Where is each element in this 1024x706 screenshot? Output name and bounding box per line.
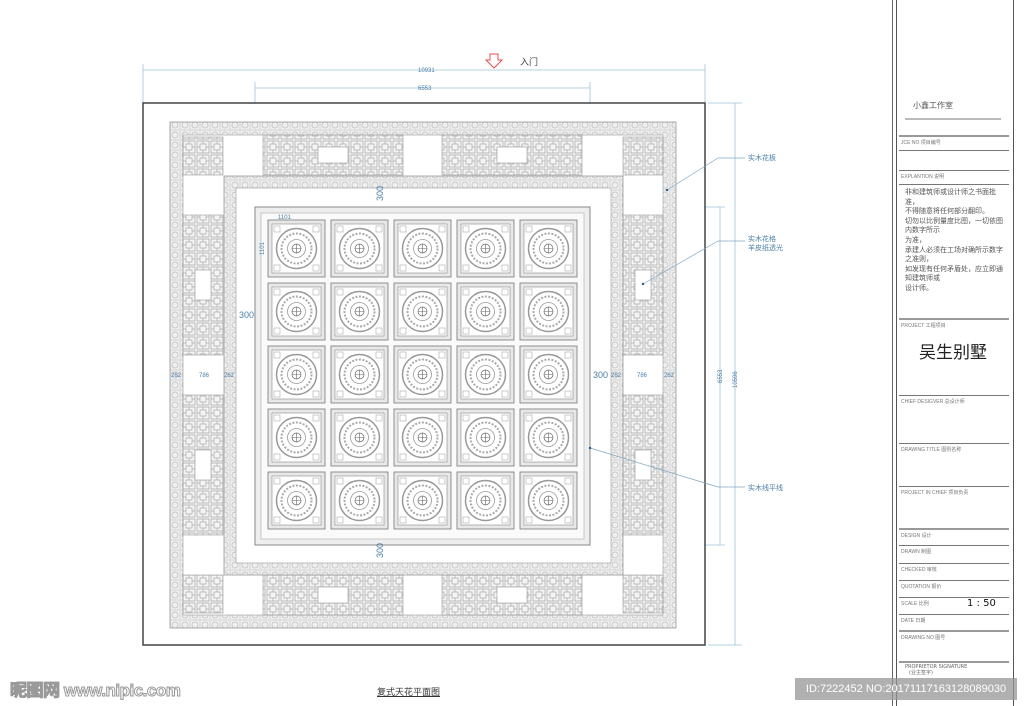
coffer-tile bbox=[267, 471, 326, 530]
entrance-arrow-icon bbox=[484, 53, 504, 69]
proprietor-signature: PROPRIETOR SIGNATURE (业主签字) bbox=[905, 664, 967, 676]
coffer-tile bbox=[330, 345, 389, 404]
dim-overall-width: 10931 bbox=[418, 68, 435, 74]
dim-right-b: 786 bbox=[637, 373, 648, 379]
coffer-tile bbox=[267, 345, 326, 404]
explanation-line: 非和建筑师或设计师之书面批准， bbox=[905, 188, 996, 206]
coffer-tile bbox=[519, 282, 578, 341]
dim-left-a: 262 bbox=[171, 373, 182, 379]
coffer-tile bbox=[393, 282, 452, 341]
dim-offset-top: 300 bbox=[375, 186, 385, 201]
coffer-tile bbox=[330, 282, 389, 341]
drawing-no-label: DRAWING NO 图号 bbox=[901, 635, 946, 641]
dim-offset-bottom: 300 bbox=[375, 543, 385, 558]
explanation-label: EXPLANTION 说明 bbox=[901, 174, 945, 180]
watermark-id: ID:7222452 NO:20171117163128089030 bbox=[795, 678, 1017, 700]
annotation-wood-trim: 实木线平线 bbox=[748, 483, 783, 492]
coffer-tile bbox=[393, 408, 452, 467]
dim-tile-height: 1101 bbox=[260, 241, 266, 255]
annotation-wood-panel: 实木花板 bbox=[748, 153, 776, 162]
leader-lines bbox=[589, 157, 745, 488]
dim-right-a: 262 bbox=[611, 373, 622, 379]
coffer-tile bbox=[267, 408, 326, 467]
coffer-tile bbox=[267, 282, 326, 341]
date-label: DATE 日期 bbox=[901, 618, 926, 624]
annotation-parchment: 羊皮纸透光 bbox=[748, 243, 783, 252]
proprietor-label: PROPRIETOR SIGNATURE bbox=[905, 664, 968, 670]
coffer-tile bbox=[519, 408, 578, 467]
explanation-line: 如发现有任何矛盾处，应立即通知建筑师或 bbox=[905, 264, 1003, 283]
explanation-line: 承建人必须在工场对确所示数字之准则， bbox=[905, 245, 1003, 264]
title-block: 小鑫工作室 JCE NO 项目编号 EXPLANTION 说明 非和建筑师或设计… bbox=[896, 0, 1014, 706]
drawing-caption: 复式天花平面图 bbox=[377, 688, 441, 698]
coffer-tile bbox=[456, 282, 515, 341]
dim-right-c: 262 bbox=[664, 373, 675, 379]
explanation-line: 切勿以比例量度比图，一切依图内数字所示 bbox=[905, 216, 1003, 235]
coffer-tile bbox=[393, 471, 452, 530]
coffer-tile bbox=[519, 345, 578, 404]
design-label: DESIGN 设计 bbox=[901, 533, 932, 539]
studio-name: 小鑫工作室 bbox=[913, 101, 953, 110]
coffer-tile bbox=[330, 471, 389, 530]
drawn-label: DRAWN 制图 bbox=[901, 549, 932, 555]
watermark-site: 昵图网 www.nipic.com bbox=[9, 681, 181, 701]
coffer-grid bbox=[267, 219, 578, 530]
dim-left-b: 786 bbox=[199, 373, 210, 379]
coffer-tile bbox=[456, 345, 515, 404]
dim-tile-width: 1101 bbox=[278, 215, 292, 221]
scale-label: SCALE 比例 bbox=[901, 601, 929, 607]
coffer-tile bbox=[393, 219, 452, 278]
explanation-line: 不得随意将任何部分翻印。 bbox=[905, 207, 989, 216]
lattice-panels bbox=[182, 134, 664, 616]
coffer-tile bbox=[456, 408, 515, 467]
coffer-tile bbox=[267, 219, 326, 278]
coffer-tile bbox=[519, 471, 578, 530]
project-label: PROJECT 工程项目 bbox=[901, 323, 946, 329]
coffer-tile bbox=[330, 408, 389, 467]
scale-value: 1 : 50 bbox=[967, 598, 996, 609]
coffer-tile bbox=[456, 471, 515, 530]
dim-inner-height: 6553 bbox=[718, 369, 724, 383]
coffer-tile bbox=[519, 219, 578, 278]
coffer-tile bbox=[393, 345, 452, 404]
project-in-chief-label: PROJECT IN CHIEF 项目负责 bbox=[901, 490, 969, 496]
dim-offset-right: 300 bbox=[593, 370, 608, 380]
dim-offset-left: 300 bbox=[239, 310, 254, 320]
coffer-tile bbox=[456, 219, 515, 278]
drawing-title-label: DRAWING TITLE 图则名称 bbox=[901, 447, 962, 453]
dim-overall-height: 10596 bbox=[733, 371, 739, 388]
explanation-line: 设计师。 bbox=[905, 283, 933, 292]
project-name: 吴生别墅 bbox=[919, 343, 987, 363]
quotation-label: QUOTATION 报价 bbox=[901, 584, 942, 590]
dim-inner-width: 6553 bbox=[418, 86, 432, 92]
explanation-text: 非和建筑师或设计师之书面批准， 不得随意将任何部分翻印。 切勿以比例量度比图，一… bbox=[905, 188, 1009, 294]
explanation-line: 为准， bbox=[905, 235, 926, 244]
proprietor-label-cn: (业主签字) bbox=[909, 670, 933, 676]
dim-left-c: 262 bbox=[224, 373, 235, 379]
job-no-label: JCE NO 项目编号 bbox=[901, 140, 941, 146]
checked-label: CHECKED 审核 bbox=[901, 567, 937, 573]
annotation-wood-lattice: 实木花格 bbox=[748, 234, 776, 243]
chief-designer-label: CHIEF DESIGVER 总设计师 bbox=[901, 399, 965, 405]
entrance-label: 入门 bbox=[520, 58, 539, 68]
coffer-tile bbox=[330, 219, 389, 278]
